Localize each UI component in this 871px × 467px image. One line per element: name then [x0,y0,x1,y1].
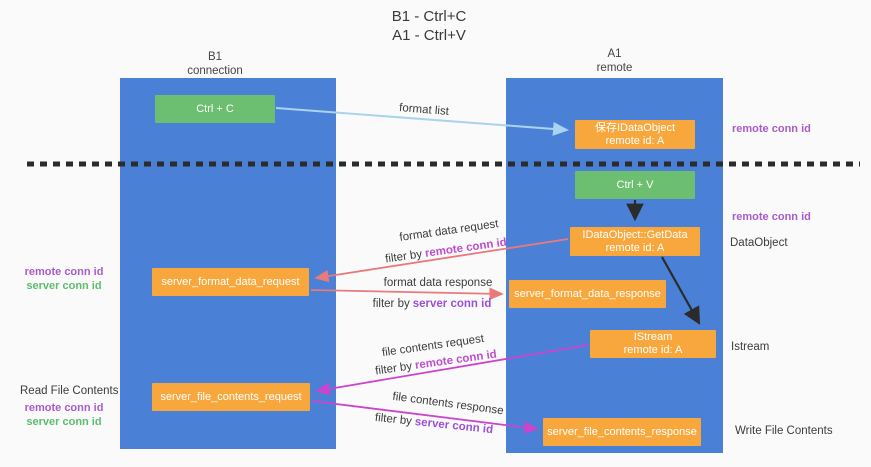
lane-a1-subtitle: remote [596,62,633,74]
istream-line2: remote id: A [623,344,683,356]
filter-by-text: filter by [384,248,423,266]
lane-header-a1: A1 remote [506,47,723,75]
server-conn-id-annotation-left-1: server conn id [26,280,102,292]
format-list-label: format list [398,102,450,118]
ctrl-c-label: Ctrl + C [196,102,234,115]
save-idataobject-box: 保存IDataObject remote id: A [575,120,695,149]
diagram-title: B1 - Ctrl+C A1 - Ctrl+V [0,7,858,45]
save-idataobject-line2: remote id: A [605,134,665,147]
write-file-contents-annotation: Write File Contents [735,425,833,437]
conn-id-pair-left-bottom: remote conn id server conn id [20,401,108,429]
remote-conn-id-annotation-right-1: remote conn id [732,123,811,135]
server-file-contents-response-box: server_file_contents_response [543,418,701,446]
lane-a1-title: A1 [607,48,622,60]
istream-box: IStream remote id: A [590,330,716,358]
read-file-contents-annotation: Read File Contents [20,385,119,397]
getdata-line2: remote id: A [605,241,665,254]
title-line-1: B1 - Ctrl+C [391,8,467,25]
remote-conn-id-text: remote conn id [424,236,508,260]
istream-line1: IStream [633,331,673,343]
ctrl-v-label: Ctrl + V [616,178,654,191]
format-data-response-arrow [310,287,504,301]
remote-conn-id-annotation-left-2: remote conn id [24,402,104,414]
server-file-contents-request-box: server_file_contents_request [152,383,310,411]
remote-conn-id-annotation-right-2: remote conn id [732,211,811,223]
server-conn-id-annotation-left-2: server conn id [26,416,102,428]
lane-b1-subtitle: connection [187,65,243,77]
lane-b1-title: B1 [207,51,223,63]
server-conn-id-text: server conn id [414,416,494,437]
server-format-data-request-box: server_format_data_request [152,268,309,296]
ctrl-v-box: Ctrl + V [575,171,695,199]
server-file-contents-request-label: server_file_contents_request [160,390,302,403]
file-contents-response-label: file contents response [391,390,505,418]
dataobject-annotation: DataObject [730,237,788,249]
ctrl-c-box: Ctrl + C [155,95,275,123]
filter-by-text: filter by [372,298,410,310]
idataobject-getdata-box: IDataObject::GetData remote id: A [570,227,700,256]
remote-conn-id-annotation-left-1: remote conn id [24,266,104,278]
server-conn-id-text: server conn id [412,298,492,310]
filter-by-text: filter by [374,411,413,428]
title-line-2: A1 - Ctrl+V [392,27,466,44]
save-idataobject-line1: 保存IDataObject [594,121,676,134]
server-format-data-response-box: server_format_data_response [509,280,666,308]
istream-annotation: Istream [731,341,770,353]
getdata-line1: IDataObject::GetData [582,228,688,241]
server-format-data-response-label: server_format_data_response [514,287,661,300]
filter-by-text: filter by [374,360,413,378]
server-file-contents-response-label: server_file_contents_response [547,425,697,438]
server-format-data-request-label: server_format_data_request [161,275,300,288]
format-data-response-label: format data response [383,277,493,289]
lane-header-b1: B1 connection [115,50,315,78]
conn-id-pair-left-top: remote conn id server conn id [20,265,108,293]
